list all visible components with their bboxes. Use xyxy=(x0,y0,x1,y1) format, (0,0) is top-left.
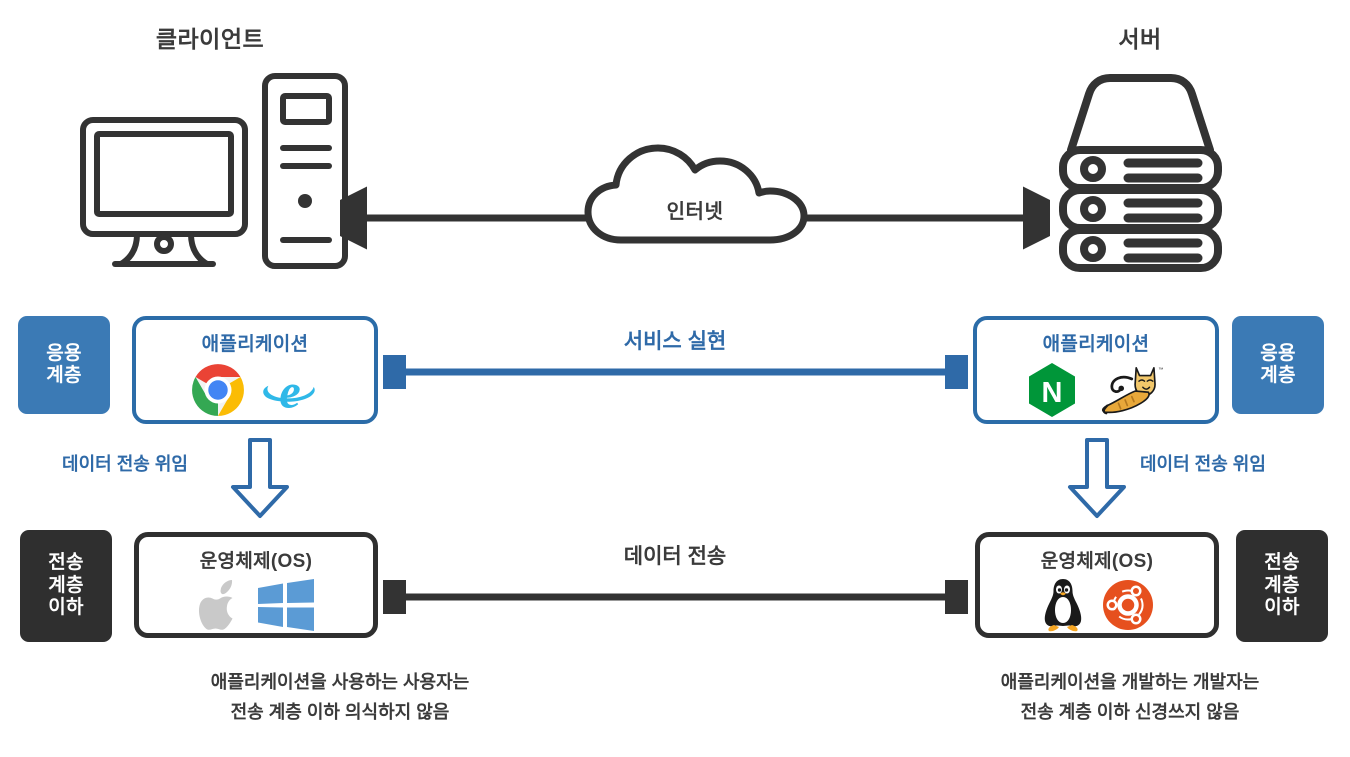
tomcat-icon: ™ xyxy=(1101,367,1163,415)
left-application-logos: e xyxy=(191,360,319,420)
left-delegate-label: 데이터 전송 위임 xyxy=(62,454,188,474)
right-os-logos xyxy=(1040,577,1154,633)
left-caption: 애플리케이션을 사용하는 사용자는 전송 계층 이하 의식하지 않음 xyxy=(210,672,470,722)
left-transport-layer-badge: 전송 계층 이하 xyxy=(20,530,112,642)
left-os-logos xyxy=(197,577,315,633)
left-os-box: 운영체제(OS) xyxy=(134,532,378,638)
left-delegate-down-arrow xyxy=(231,438,289,518)
internet-explorer-icon: e xyxy=(263,365,315,417)
left-application-layer-badge: 응용 계층 xyxy=(18,316,110,414)
cloud-label: 인터넷 xyxy=(666,201,724,223)
left-application-box-title: 애플리케이션 xyxy=(201,334,309,355)
right-os-box-title: 운영체제(OS) xyxy=(1040,551,1154,572)
service-implementation-arrow xyxy=(383,355,968,389)
left-application-box: 애플리케이션 e xyxy=(132,316,378,424)
server-stack-icon xyxy=(1059,74,1222,272)
windows-icon xyxy=(258,579,314,631)
server-title: 서버 xyxy=(1118,26,1162,52)
right-transport-layer-badge: 전송 계층 이하 xyxy=(1236,530,1328,642)
right-application-layer-badge: 응용 계층 xyxy=(1232,316,1324,414)
internet-link-arrow xyxy=(340,144,1050,250)
left-os-box-title: 운영체제(OS) xyxy=(199,551,313,572)
right-delegate-label: 데이터 전송 위임 xyxy=(1140,454,1266,474)
client-title: 클라이언트 xyxy=(155,26,265,52)
svg-text:N: N xyxy=(1042,377,1063,409)
svg-text:e: e xyxy=(279,365,301,417)
ubuntu-icon xyxy=(1103,580,1153,630)
right-caption: 애플리케이션을 개발하는 개발자는 전송 계층 이하 신경쓰지 않음 xyxy=(1000,672,1260,722)
right-application-box: 애플리케이션 N ™ xyxy=(973,316,1219,424)
service-implementation-label: 서비스 실현 xyxy=(623,330,727,353)
right-application-box-title: 애플리케이션 xyxy=(1042,334,1150,355)
data-transfer-label: 데이터 전송 xyxy=(623,545,727,568)
data-transfer-arrow xyxy=(383,580,968,614)
right-application-logos: N ™ xyxy=(1027,360,1165,420)
right-delegate-down-arrow xyxy=(1068,438,1126,518)
right-os-box: 운영체제(OS) xyxy=(975,532,1219,638)
chrome-icon xyxy=(192,364,244,416)
apple-icon xyxy=(198,580,233,630)
svg-text:™: ™ xyxy=(1158,367,1163,373)
linux-penguin-icon xyxy=(1044,579,1082,632)
client-computer-icon xyxy=(80,73,348,269)
nginx-icon: N xyxy=(1029,363,1075,417)
